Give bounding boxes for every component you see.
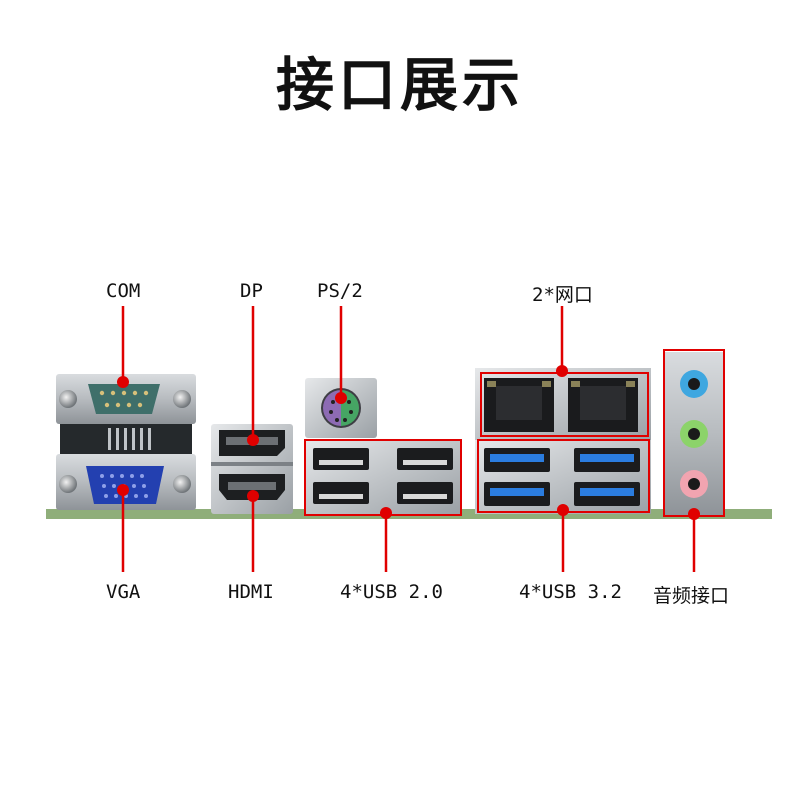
com-connector (56, 374, 196, 454)
dot-ps2 (335, 392, 347, 404)
usb3-ports (475, 440, 651, 514)
label-com: COM (106, 280, 141, 302)
label-lan: 2*网口 (532, 284, 593, 306)
dot-lan (556, 365, 568, 377)
leader-dots (117, 365, 700, 520)
dot-usb3 (557, 504, 569, 516)
label-hdmi: HDMI (228, 581, 274, 603)
label-vga: VGA (106, 581, 141, 603)
dot-hdmi (247, 490, 259, 502)
label-audio: 音频接口 (653, 585, 730, 607)
dot-com (117, 376, 129, 388)
dot-vga (117, 484, 129, 496)
usb2-ports (305, 440, 461, 514)
label-ps2: PS/2 (317, 280, 363, 302)
label-dp: DP (240, 280, 263, 302)
dot-dp (247, 434, 259, 446)
vga-connector (56, 454, 196, 510)
label-usb3: 4*USB 3.2 (519, 581, 622, 603)
label-usb2: 4*USB 2.0 (340, 581, 443, 603)
dot-audio (688, 508, 700, 520)
lan-ports (475, 368, 651, 440)
leader-lines (121, 306, 696, 572)
audio-jacks (665, 352, 723, 516)
dot-usb2 (380, 507, 392, 519)
page-title: 接口展示 (275, 51, 524, 119)
